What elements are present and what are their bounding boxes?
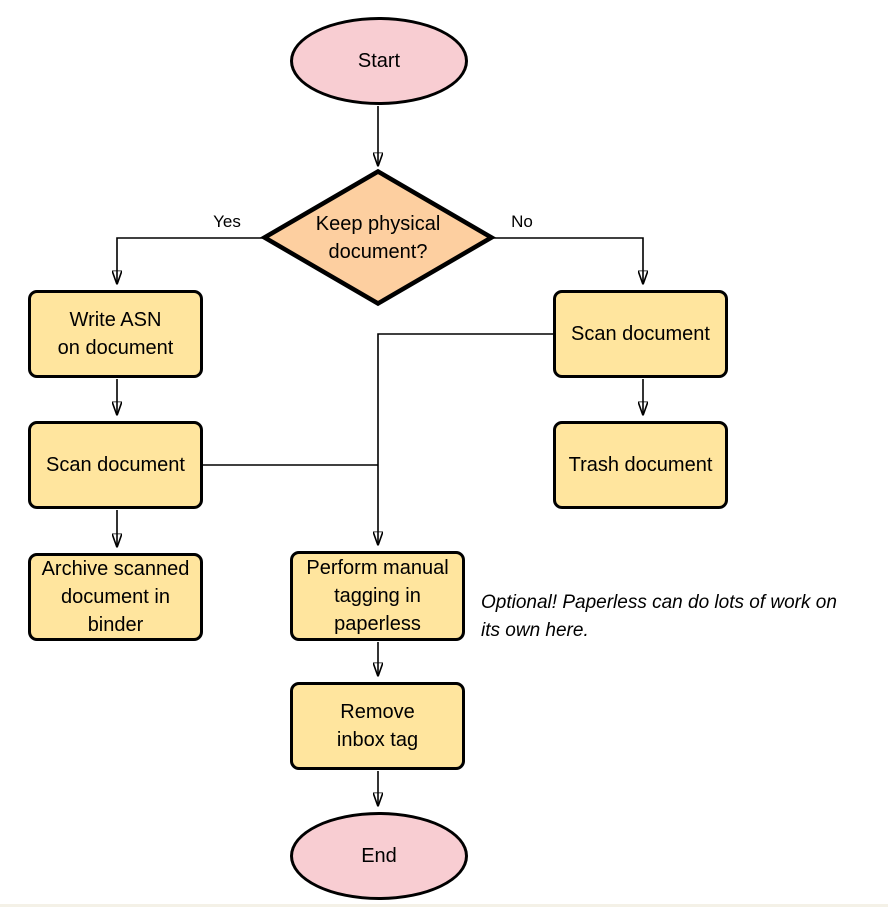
node-trash-document: Trash document	[553, 421, 728, 509]
edge-label-yes: Yes	[213, 212, 241, 231]
node-scan-document-right: Scan document	[553, 290, 728, 378]
node-manual-tagging: Perform manual tagging in paperless	[290, 551, 465, 641]
edge-label-no: No	[511, 212, 533, 231]
node-archive-binder: Archive scanned document in binder	[28, 553, 203, 641]
annotation-optional-note: Optional! Paperless can do lots of work …	[481, 592, 837, 641]
edge-scan-right-tagging	[378, 333, 553, 544]
node-decision-label: Keep physical document?	[315, 213, 441, 263]
edge-decision-scan-right	[491, 237, 643, 283]
node-write-asn: Write ASN on document	[28, 290, 203, 378]
node-remove-inbox-tag: Remove inbox tag	[290, 682, 465, 770]
node-scan-document-left: Scan document	[28, 421, 203, 509]
bottom-edge-artifact	[0, 904, 888, 907]
edge-decision-write-asn	[117, 237, 265, 283]
node-start: Start	[290, 17, 468, 105]
node-end: End	[290, 812, 468, 900]
